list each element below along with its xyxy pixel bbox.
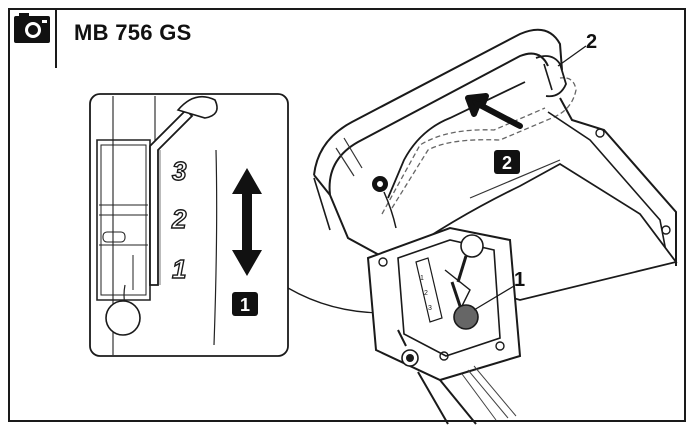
- svg-text:3: 3: [428, 305, 432, 312]
- svg-text:2: 2: [424, 290, 428, 297]
- callout-1-label: 1: [514, 269, 525, 291]
- diagram-frame: MB 756 GS: [8, 8, 686, 422]
- position-label-2: 2: [171, 204, 187, 234]
- step-badge-1: [232, 292, 258, 316]
- pull-direction-arrow-icon: [465, 93, 523, 129]
- camera-icon: [14, 13, 50, 43]
- step-badge-2: [494, 150, 520, 174]
- inset-panel: 3 2 1 1: [89, 93, 289, 357]
- header-icon-box: [10, 10, 57, 68]
- step-badge-1-label: 1: [240, 295, 250, 315]
- callout-2-leader: [557, 45, 587, 67]
- gear-lever-knob: [453, 304, 479, 330]
- svg-text:1: 1: [420, 275, 424, 282]
- callout-2-label: 2: [586, 31, 597, 53]
- position-label-3: 3: [172, 156, 187, 186]
- handle-assembly: 1 2 3: [313, 28, 678, 425]
- up-down-arrow-icon: [232, 168, 262, 276]
- page-title: MB 756 GS: [74, 20, 192, 45]
- position-label-1: 1: [172, 254, 186, 284]
- step-badge-2-label: 2: [502, 153, 512, 173]
- callout-1-leader: [473, 285, 515, 311]
